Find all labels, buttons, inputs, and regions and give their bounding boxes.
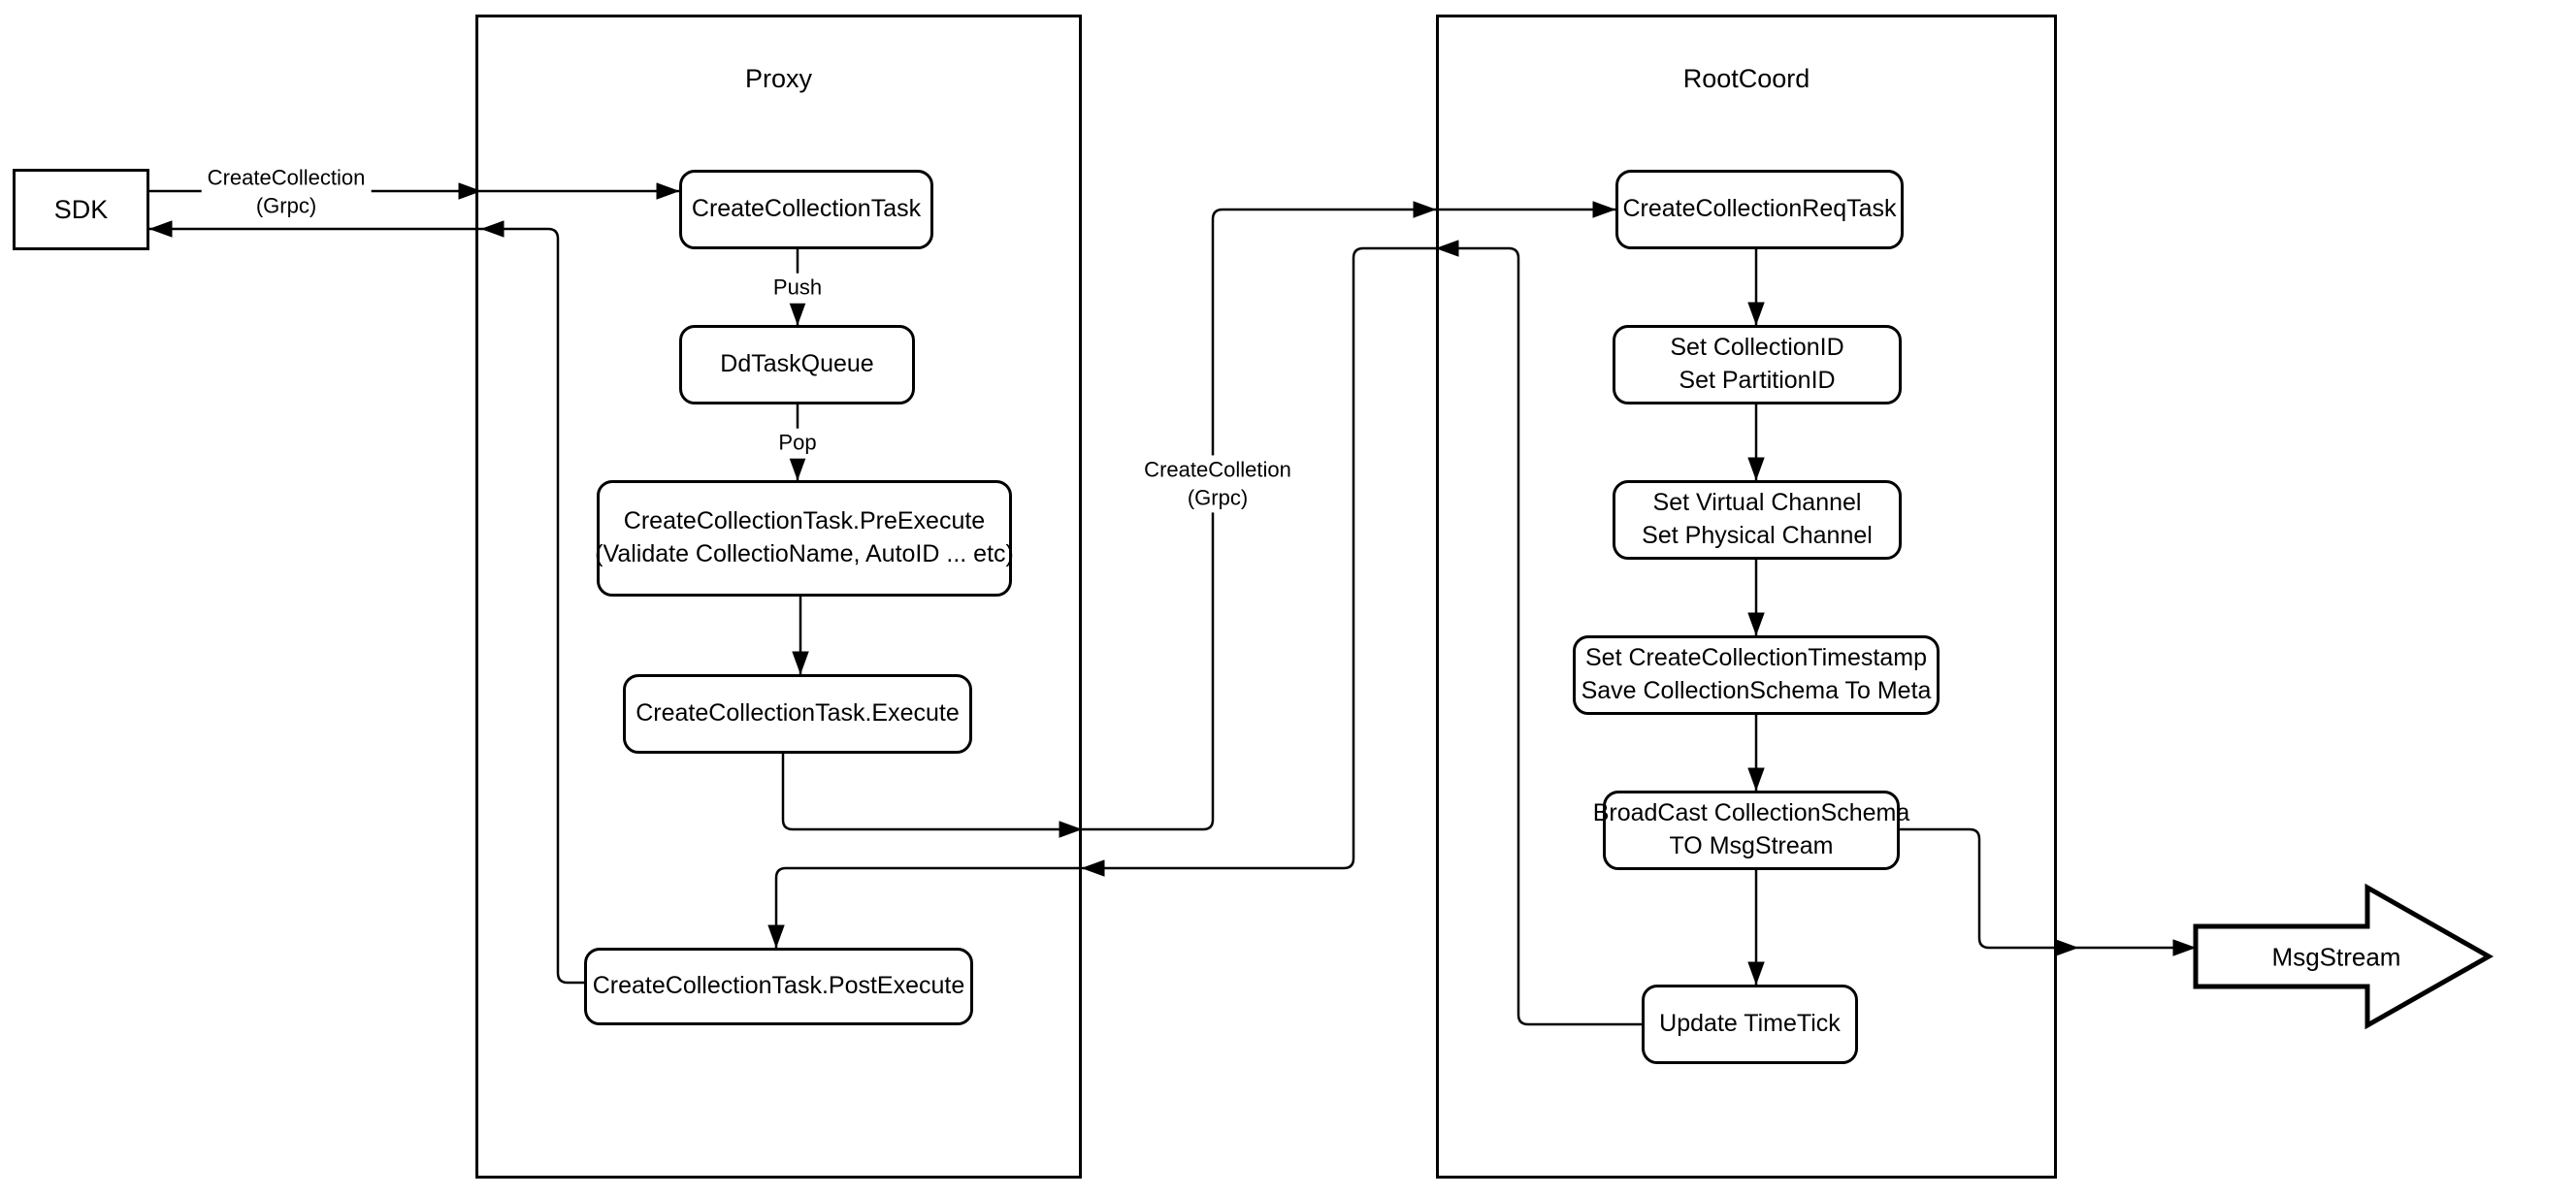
edge-label-grpc-sdk-line: (Grpc): [255, 193, 317, 217]
edge-timetick-to-border: [1435, 240, 1642, 1026]
node-update-timetick: Update TimeTick: [1642, 985, 1858, 1064]
edge-label-grpc-proxy-line: CreateColletion: [1144, 457, 1291, 482]
node-create-collection-req-task-line: CreateCollectionReqTask: [1622, 195, 1897, 223]
node-create-collection-req-task: CreateCollectionReqTask: [1615, 170, 1904, 249]
edge-label-grpc-proxy-line: (Grpc): [1187, 485, 1249, 509]
edge-border-to-proxy: [1081, 246, 1436, 877]
edge-execute-to-proxy-border: [781, 754, 1083, 838]
node-broadcast-schema: BroadCast CollectionSchema TO MsgStream: [1593, 791, 1909, 870]
node-dd-task-queue-line: DdTaskQueue: [720, 350, 874, 378]
container-rootcoord-title: RootCoord: [1682, 64, 1810, 93]
container-proxy-title: Proxy: [744, 64, 813, 93]
edge-label-push-line: Push: [772, 275, 823, 300]
node-update-timetick-line: Update TimeTick: [1659, 1010, 1841, 1038]
node-set-timestamp-line: Save CollectionSchema To Meta: [1581, 677, 1932, 704]
node-dd-task-queue: DdTaskQueue: [679, 325, 915, 404]
node-set-channels-line: Set Virtual Channel: [1652, 489, 1862, 517]
node-broadcast-schema-line: TO MsgStream: [1669, 832, 1834, 859]
node-create-collection-task: CreateCollectionTask: [679, 170, 933, 249]
msgstream-arrow: [2193, 883, 2494, 1030]
edge-broadcast-to-border: [1900, 827, 2079, 956]
node-post-execute: CreateCollectionTask.PostExecute: [584, 948, 973, 1025]
edge-label-grpc-sdk: CreateCollection (Grpc): [201, 163, 372, 221]
edge-label-push: Push: [766, 273, 829, 304]
node-execute-line: CreateCollectionTask.Execute: [636, 699, 960, 728]
edge-label-grpc-proxy: CreateColletion (Grpc): [1138, 455, 1297, 513]
node-post-execute-line: CreateCollectionTask.PostExecute: [592, 972, 965, 1000]
node-sdk: SDK: [13, 169, 149, 250]
node-set-collection-id-line: Set CollectionID: [1670, 334, 1844, 362]
edge-label-grpc-sdk-line: CreateCollection: [207, 165, 366, 190]
node-pre-execute-line: (Validate CollectioName, AutoID ... etc): [595, 540, 1014, 567]
node-set-collection-id: Set CollectionID Set PartitionID: [1613, 325, 1902, 404]
node-broadcast-schema-line: BroadCast CollectionSchema: [1592, 799, 1910, 827]
node-create-collection-task-line: CreateCollectionTask: [691, 195, 922, 223]
node-set-channels-line: Set Physical Channel: [1642, 522, 1873, 549]
node-set-timestamp-line: Set CreateCollectionTimestamp: [1585, 644, 1927, 672]
edge-label-pop: Pop: [772, 428, 823, 459]
node-set-collection-id-line: Set PartitionID: [1679, 367, 1836, 394]
edge-proxy-to-rootcoord-border: [1082, 201, 1437, 831]
edge-label-pop-line: Pop: [778, 430, 817, 455]
node-execute: CreateCollectionTask.Execute: [623, 674, 972, 754]
container-rootcoord: RootCoord: [1436, 15, 2057, 1179]
msgstream-label: MsgStream: [2271, 942, 2401, 972]
node-sdk-line: SDK: [53, 194, 109, 224]
node-pre-execute: CreateCollectionTask.PreExecute (Validate…: [595, 480, 1014, 597]
edge-border-to-postexecute: [767, 866, 1082, 949]
node-pre-execute-line: CreateCollectionTask.PreExecute: [623, 507, 986, 535]
container-proxy: Proxy: [475, 15, 1082, 1179]
edge-postexecute-to-border: [480, 220, 584, 985]
